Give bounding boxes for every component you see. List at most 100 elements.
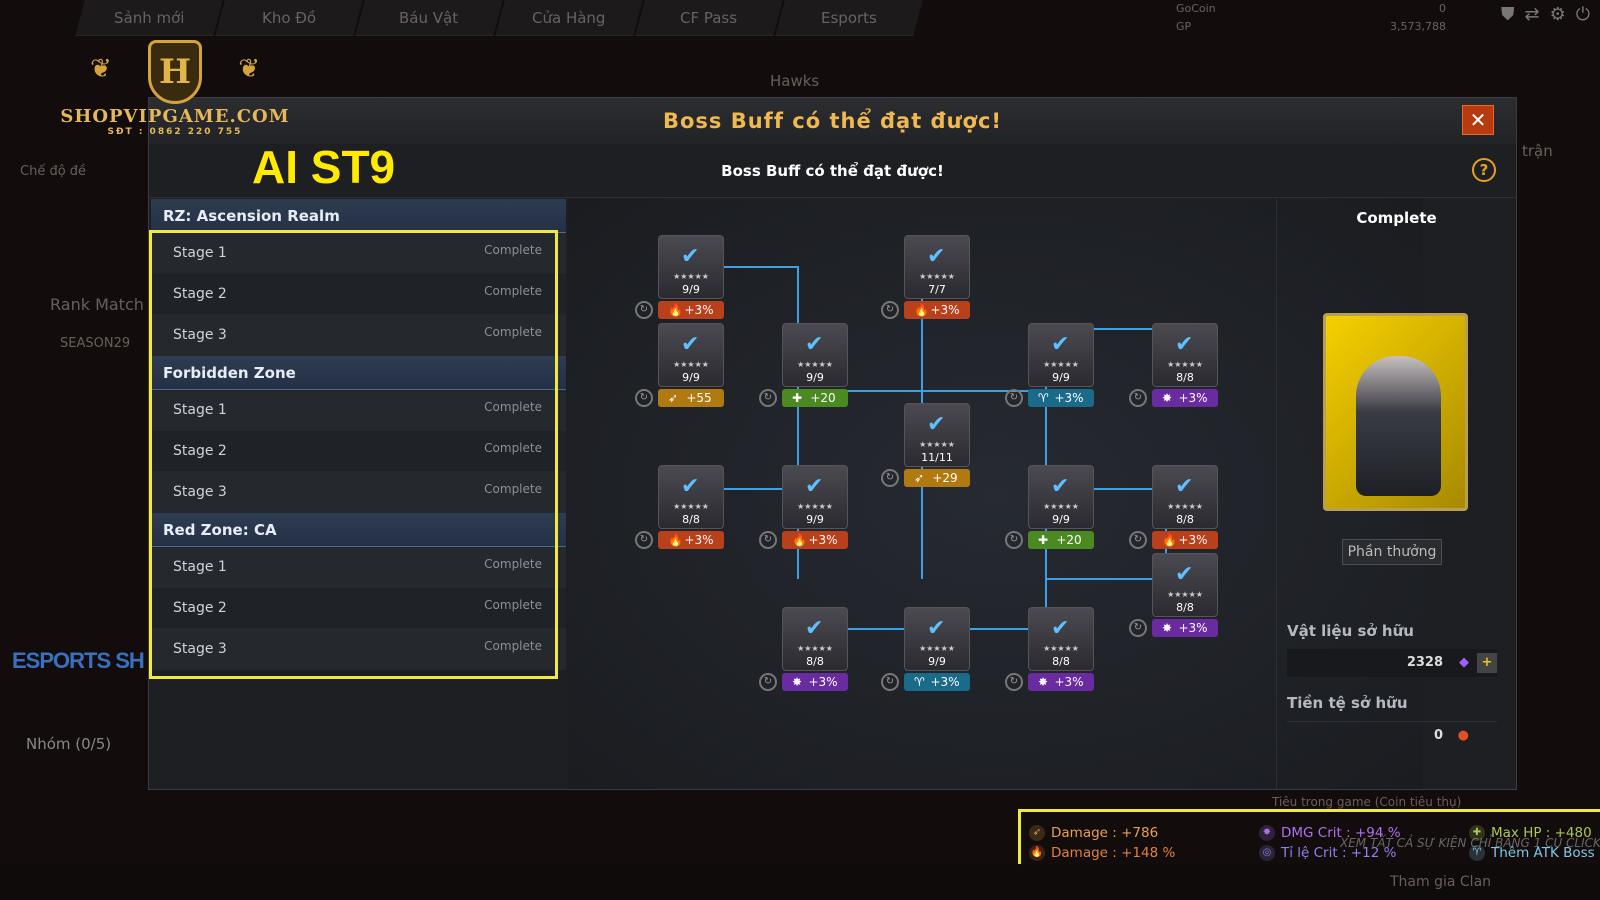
nav-tab[interactable]: Sảnh mới xyxy=(75,0,223,36)
buff-node[interactable]: ✔★★★★★9/9 🔥+3%↻ xyxy=(635,235,724,319)
stage-name: Stage 3 xyxy=(173,641,227,657)
buff-node[interactable]: ✔★★★★★11/11 ➶+29↻ xyxy=(881,403,970,487)
gear-icon[interactable]: ⚙ xyxy=(1549,4,1566,25)
currency-value: 0 xyxy=(1433,728,1443,743)
shield-icon[interactable]: ⛊ xyxy=(1501,4,1515,25)
help-icon[interactable]: ? xyxy=(1472,158,1496,182)
character-card[interactable] xyxy=(1323,313,1468,511)
buff-node[interactable]: ✔★★★★★9/9 🔥+3%↻ xyxy=(759,465,848,549)
buff-badge: ➶+55↻ xyxy=(635,389,724,407)
check-icon: ✔ xyxy=(805,332,824,357)
stat-text: Damage : +148 % xyxy=(1051,845,1176,861)
gp-value: 3,573,788 xyxy=(1390,20,1446,33)
currency-field: 0● xyxy=(1287,721,1497,749)
refresh-icon[interactable]: ↻ xyxy=(635,531,653,549)
refresh-icon[interactable]: ↻ xyxy=(1005,389,1023,407)
buff-value: +3% xyxy=(808,533,838,547)
events-link[interactable]: XEM TẤT CẢ SỰ KIỆN CHỈ BẰNG 1 CÚ CLICK xyxy=(1340,836,1600,850)
refresh-icon[interactable]: ↻ xyxy=(635,301,653,319)
crit-icon: ✸ xyxy=(1038,675,1049,689)
close-button[interactable]: ✕ xyxy=(1462,105,1494,135)
check-icon: ✔ xyxy=(1051,332,1070,357)
refresh-icon[interactable]: ↻ xyxy=(759,389,777,407)
buff-node[interactable]: ✔★★★★★9/9 ♈+3%↻ xyxy=(881,607,970,691)
nav-tab-label: Cửa Hàng xyxy=(532,8,606,27)
check-icon: ✔ xyxy=(927,412,946,437)
rank-match[interactable]: Rank Match xyxy=(50,295,144,314)
completion-status: Complete xyxy=(1356,209,1437,227)
stat-text: Damage : +786 xyxy=(1051,825,1159,841)
swap-icon[interactable]: ⇄ xyxy=(1524,4,1540,25)
stage-status: Complete xyxy=(484,284,542,298)
buff-node[interactable]: ✔★★★★★8/8 ✸+3%↻ xyxy=(1129,323,1218,407)
buff-node[interactable]: ✔★★★★★8/8 🔥+3%↻ xyxy=(635,465,724,549)
refresh-icon[interactable]: ↻ xyxy=(1129,389,1147,407)
reward-panel: Complete Phần thưởng Vật liệu sở hữu 232… xyxy=(1276,199,1516,789)
nav-tab[interactable]: CF Pass xyxy=(635,0,783,36)
refresh-icon[interactable]: ↻ xyxy=(881,469,899,487)
join-clan-button[interactable]: Tham gia Clan xyxy=(1390,874,1492,890)
buff-node[interactable]: ✔★★★★★8/8 ✸+3%↻ xyxy=(1129,553,1218,637)
buff-node[interactable]: ✔★★★★★9/9 ✚+20↻ xyxy=(759,323,848,407)
refresh-icon[interactable]: ↻ xyxy=(881,673,899,691)
buff-badge: 🔥+3%↻ xyxy=(881,301,970,319)
nav-tab[interactable]: Esports xyxy=(775,0,923,36)
buff-node[interactable]: ✔★★★★★8/8 ✸+3%↻ xyxy=(1005,607,1094,691)
crit-icon: ✸ xyxy=(792,675,803,689)
add-materials-button[interactable]: + xyxy=(1477,653,1497,673)
buff-badge: ✸+3%↻ xyxy=(1129,619,1218,637)
buff-value: +3% xyxy=(684,533,714,547)
refresh-icon[interactable]: ↻ xyxy=(1129,531,1147,549)
buff-badge: ♈+3%↻ xyxy=(1005,389,1094,407)
stars-icon: ★★★★★ xyxy=(919,440,955,449)
buff-node[interactable]: ✔★★★★★8/8 🔥+3%↻ xyxy=(1129,465,1218,549)
esports-banner[interactable]: ESPORTS SH xyxy=(12,648,145,673)
clan-name: Hawks xyxy=(770,72,820,90)
refresh-icon[interactable]: ↻ xyxy=(1005,673,1023,691)
season-label: SEASON29 xyxy=(60,336,131,351)
nav-tab-label: Báu Vật xyxy=(399,8,459,27)
coin-note: Tiêu trong game (Coin tiêu thụ) xyxy=(1272,795,1462,809)
buff-node[interactable]: ✔★★★★★8/8 ✸+3%↻ xyxy=(759,607,848,691)
node-count: 9/9 xyxy=(806,513,824,526)
buff-badge: 🔥+3%↻ xyxy=(1129,531,1218,549)
check-icon: ✔ xyxy=(805,616,824,641)
bottom-bar: Tham gia Clan xyxy=(0,864,1600,900)
fire-icon: 🔥 xyxy=(792,533,807,547)
nav-tab[interactable]: Báu Vật xyxy=(355,0,503,36)
power-icon[interactable]: ⏻ xyxy=(1575,4,1590,25)
logo-phone: SĐT : 0862 220 755 xyxy=(107,127,243,137)
refresh-icon[interactable]: ↻ xyxy=(635,389,653,407)
buff-node[interactable]: ✔★★★★★9/9 ✚+20↻ xyxy=(1005,465,1094,549)
nav-tab[interactable]: Kho Đồ xyxy=(215,0,363,36)
refresh-icon[interactable]: ↻ xyxy=(759,531,777,549)
buff-value: +3% xyxy=(1178,533,1208,547)
hp-icon: ✚ xyxy=(1469,825,1485,841)
fire-icon: 🔥 xyxy=(668,303,683,317)
buff-node[interactable]: ✔★★★★★7/7 🔥+3%↻ xyxy=(881,235,970,319)
buff-node[interactable]: ✔★★★★★9/9 ♈+3%↻ xyxy=(1005,323,1094,407)
refresh-icon[interactable]: ↻ xyxy=(881,301,899,319)
boss-card: ✔★★★★★8/8 xyxy=(1152,323,1218,387)
nav-tab-label: Sảnh mới xyxy=(113,8,185,27)
reward-button[interactable]: Phần thưởng xyxy=(1342,539,1442,565)
buff-node[interactable]: ✔★★★★★9/9 ➶+55↻ xyxy=(635,323,724,407)
refresh-icon[interactable]: ↻ xyxy=(759,673,777,691)
refresh-icon[interactable]: ↻ xyxy=(1005,531,1023,549)
boss-icon: ♈ xyxy=(1469,845,1485,861)
refresh-icon[interactable]: ↻ xyxy=(1129,619,1147,637)
buff-value: +20 xyxy=(810,391,836,405)
nav-tab[interactable]: Cửa Hàng xyxy=(495,0,643,36)
crit-icon: ✸ xyxy=(1162,391,1173,405)
stat-text: Thêm ATK Boss : +10 % xyxy=(1491,845,1600,861)
